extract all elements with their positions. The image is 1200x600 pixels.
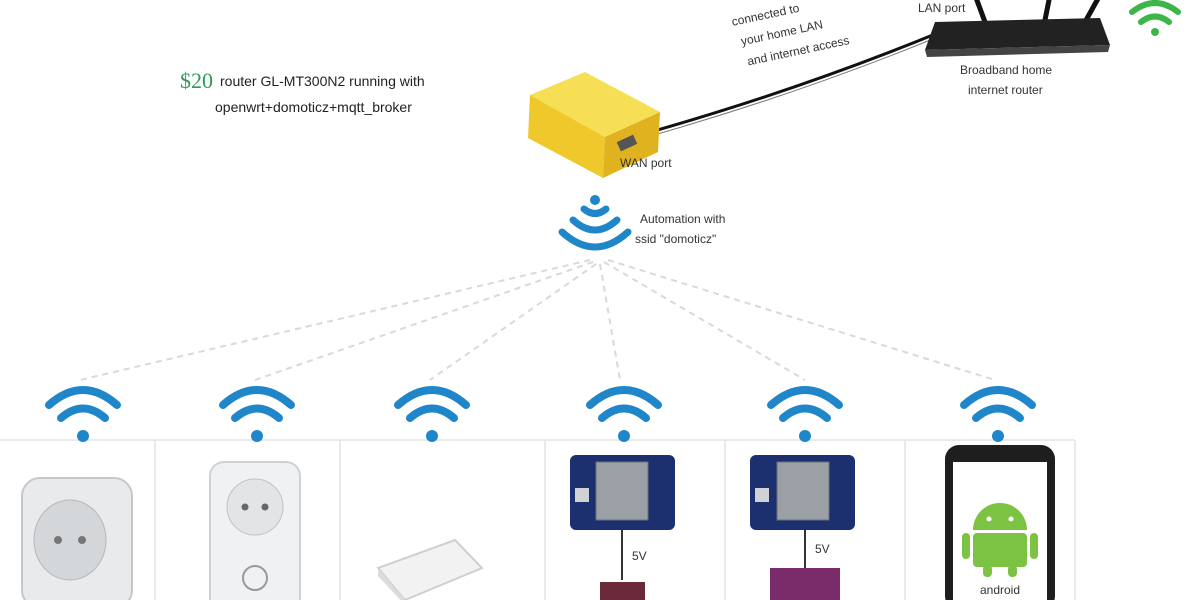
gateway-top (530, 72, 660, 137)
smart-plug-1 (21, 477, 133, 600)
esp8266-board-1: 5V (570, 455, 675, 600)
gateway-left (528, 95, 605, 178)
plug-socket (226, 478, 284, 536)
switch-side (378, 568, 405, 600)
gateway-title: $20 router GL-MT300N2 running with openw… (180, 68, 425, 115)
gateway-title-line1: router GL-MT300N2 running with (220, 73, 425, 89)
board-usb (755, 488, 769, 502)
android-wordmark: android (980, 583, 1020, 597)
gateway-port (616, 134, 638, 152)
gateway-price: $20 (180, 68, 213, 93)
lan-port-label: LAN port (918, 1, 966, 15)
board-chip (776, 461, 830, 521)
wifi-icon (960, 386, 1036, 442)
device-panel-separators (0, 439, 1076, 600)
gateway-wifi-icon (558, 195, 632, 251)
phone-screen (953, 462, 1047, 600)
power-button-icon (242, 565, 268, 591)
access-note: connected to your home LAN and internet … (730, 1, 850, 69)
home-wifi-icon (1129, 0, 1181, 36)
esp8266-board-2: 5V (750, 455, 855, 600)
plug-hole (261, 503, 269, 511)
router-antenna (1082, 0, 1101, 24)
ethernet-cable-highlight (639, 33, 946, 140)
router-front (925, 45, 1110, 57)
home-router: LAN port Broadband home internet router (918, 0, 1110, 97)
router-antenna (1042, 0, 1052, 21)
wifi-icon (394, 386, 470, 442)
android-logo-icon (962, 503, 1038, 577)
link-to-device-1 (79, 259, 591, 381)
connection-lines (79, 259, 996, 381)
wifi-icon (586, 386, 662, 442)
switch-body (376, 538, 484, 600)
board-chip (595, 461, 649, 521)
wire-label: 5V (632, 549, 647, 563)
ethernet-cable (639, 28, 946, 137)
device-wifi-icons (45, 386, 1036, 442)
board-usb (575, 488, 589, 502)
plug-hole (78, 536, 86, 544)
wan-port-label: WAN port (620, 156, 672, 170)
plug-socket (33, 499, 107, 581)
router-body (925, 18, 1110, 50)
wire-label: 5V (815, 542, 830, 556)
link-to-device-5 (603, 261, 806, 381)
link-label-line2: ssid "domoticz" (635, 232, 716, 246)
plug-hole (54, 536, 62, 544)
home-router-label-line1: Broadband home (960, 63, 1052, 77)
link-to-device-6 (607, 259, 996, 381)
plug-hole (241, 503, 249, 511)
gateway-title-line2: openwrt+domoticz+mqtt_broker (215, 99, 412, 115)
link-to-device-2 (254, 261, 594, 381)
wifi-icon (219, 386, 295, 442)
wifi-icon (767, 386, 843, 442)
smart-plug-2 (209, 461, 301, 600)
link-label-line1: Automation with (640, 212, 725, 226)
link-to-device-4 (599, 263, 621, 381)
sensor-module (600, 582, 645, 600)
sensor-module (770, 568, 840, 600)
router-antenna (974, 0, 988, 23)
gateway-router: WAN port (528, 72, 672, 178)
wifi-icon (45, 386, 121, 442)
sonoff-switch (376, 538, 484, 600)
home-router-label-line2: internet router (968, 83, 1043, 97)
link-to-device-3 (429, 263, 597, 381)
android-phone: android (945, 445, 1055, 600)
